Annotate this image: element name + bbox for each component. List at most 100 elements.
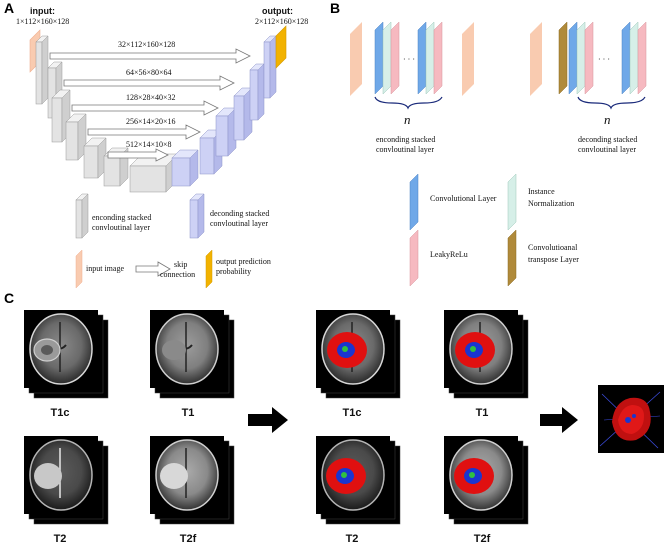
process-arrow: [248, 407, 288, 433]
panel-c-letter: C: [4, 290, 14, 306]
skip-arrow: [71, 100, 219, 116]
skip-label-5: 512×14×10×8: [126, 140, 172, 149]
b-brace-dec: [577, 96, 646, 110]
legend-skip-arrow: [135, 261, 171, 277]
skip-arrow: [49, 48, 251, 64]
encoder-blocks: [35, 35, 179, 193]
legend-relu-label: LeakyReLu: [430, 250, 468, 259]
b-layer-group: [417, 21, 443, 95]
b-layer-group: [568, 21, 594, 95]
legend-norm-line2: Normalization: [528, 199, 574, 208]
b-input-block: [350, 22, 362, 96]
panel-b-encoder-stack: · · · n enconding stacked convloutinal l…: [350, 21, 474, 154]
b-dec-input-block: [530, 22, 542, 96]
tumor-region: [160, 463, 188, 489]
b-encoder-line2: convloutinal layer: [376, 145, 434, 154]
seg-stack-t2f: [444, 436, 529, 525]
encoder-block: [83, 137, 107, 179]
scan-label-t1c: T1c: [51, 407, 70, 419]
b-encoder-line1: enconding stacked: [376, 135, 435, 144]
skip-connections: [49, 48, 251, 162]
legend-relu-swatch: [409, 229, 419, 287]
b-brace-enc: [374, 96, 443, 110]
b-n-dec: n: [604, 112, 611, 127]
panel-a-legend: enconding stacked convloutinal layer dec…: [75, 193, 271, 289]
output-dims: 2×112×160×128: [255, 17, 308, 26]
tumor-enhancing: [469, 472, 475, 478]
b-transpose-block: [558, 21, 568, 95]
legend-input-label: input image: [86, 264, 124, 273]
panel-a: A input: 1×112×160×128 output: 2×112×160…: [4, 0, 308, 289]
tumor-enhancing: [470, 346, 476, 352]
legend-output-swatch: [205, 249, 213, 289]
output-title: output:: [262, 6, 293, 16]
b-decoder-line1: deconding stacked: [578, 135, 637, 144]
legend-decoder-line1: deconding stacked: [210, 209, 269, 218]
tumor-region: [34, 463, 62, 489]
panel-b-decoder-stack: · · · n deconding stacked convloutinal l…: [530, 21, 647, 154]
seg-label-t1: T1: [476, 407, 489, 419]
seg-label-t2: T2: [346, 533, 359, 545]
legend-output-line2: probability: [216, 267, 251, 276]
scan-stack-t1: [150, 310, 235, 399]
legend-transpose-swatch: [507, 229, 517, 287]
b-n-enc: n: [404, 112, 411, 127]
encoder-block: [65, 113, 87, 161]
panel-c: C T1c T1: [4, 290, 664, 545]
scan-label-t2f: T2f: [180, 533, 197, 545]
b-layer-group: [374, 21, 400, 95]
skip-label-4: 256×14×20×16: [126, 117, 176, 126]
panel-b-letter: B: [330, 0, 340, 16]
scan-label-t2: T2: [54, 533, 67, 545]
skip-label-3: 128×28×40×32: [126, 93, 176, 102]
legend-decoder-swatch: [189, 193, 205, 239]
tumor-3d-render: [598, 385, 664, 453]
tumor-enhancing: [341, 472, 347, 478]
panel-a-letter: A: [4, 0, 14, 16]
skip-arrow: [107, 148, 169, 162]
skip-label-2: 64×56×80×64: [126, 68, 172, 77]
input-dims: 1×112×160×128: [16, 17, 69, 26]
legend-conv-swatch: [409, 173, 419, 231]
decoder-block: [215, 107, 237, 157]
legend-norm-line1: Instance: [528, 187, 555, 196]
legend-output-line1: output prediction: [216, 257, 271, 266]
decoder-block: [171, 149, 199, 187]
panel-b: B · · · n enconding stacked convloutinal…: [330, 0, 647, 287]
tumor-enhancing: [342, 346, 348, 352]
skip-arrow: [87, 124, 201, 140]
legend-norm-swatch: [507, 173, 517, 231]
seg-label-t1c: T1c: [343, 407, 362, 419]
b-ellipsis-enc: · · ·: [403, 55, 415, 64]
legend-decoder-line2: convloutinal layer: [210, 219, 268, 228]
scan-stack-t2: [24, 436, 109, 525]
scan-stack-t2f: [150, 436, 235, 525]
seg-stack-t1c: [316, 310, 401, 399]
scan-label-t1: T1: [182, 407, 195, 419]
b-output-block: [462, 22, 474, 96]
legend-encoder-line1: enconding stacked: [92, 213, 151, 222]
b-layer-group: [621, 21, 647, 95]
output-block: [275, 25, 287, 69]
seg-stack-t1: [444, 310, 529, 399]
process-arrow: [540, 407, 578, 433]
encoder-block: [35, 35, 49, 105]
decoder-block: [263, 35, 277, 99]
legend-transpose-line1: Convolutioanal: [528, 243, 578, 252]
b-ellipsis-dec: · · ·: [598, 55, 610, 64]
legend-skip-line2: connection: [160, 270, 195, 279]
encoder-block: [129, 153, 179, 193]
skip-arrow: [63, 75, 235, 91]
legend-skip-line1: skip: [174, 260, 187, 269]
decoder-blocks: [171, 35, 277, 187]
legend-encoder-line2: convloutinal layer: [92, 223, 150, 232]
legend-encoder-swatch: [75, 193, 89, 239]
decoder-block: [233, 87, 253, 141]
scan-stack-t1c: [24, 310, 109, 399]
skip-label-1: 32×112×160×128: [118, 40, 175, 49]
panel-b-legend: Convolutional Layer Instance Normalizati…: [409, 173, 579, 287]
seg-stack-t2: [316, 436, 401, 525]
decoder-block: [249, 63, 265, 121]
legend-conv-label: Convolutional Layer: [430, 194, 497, 203]
